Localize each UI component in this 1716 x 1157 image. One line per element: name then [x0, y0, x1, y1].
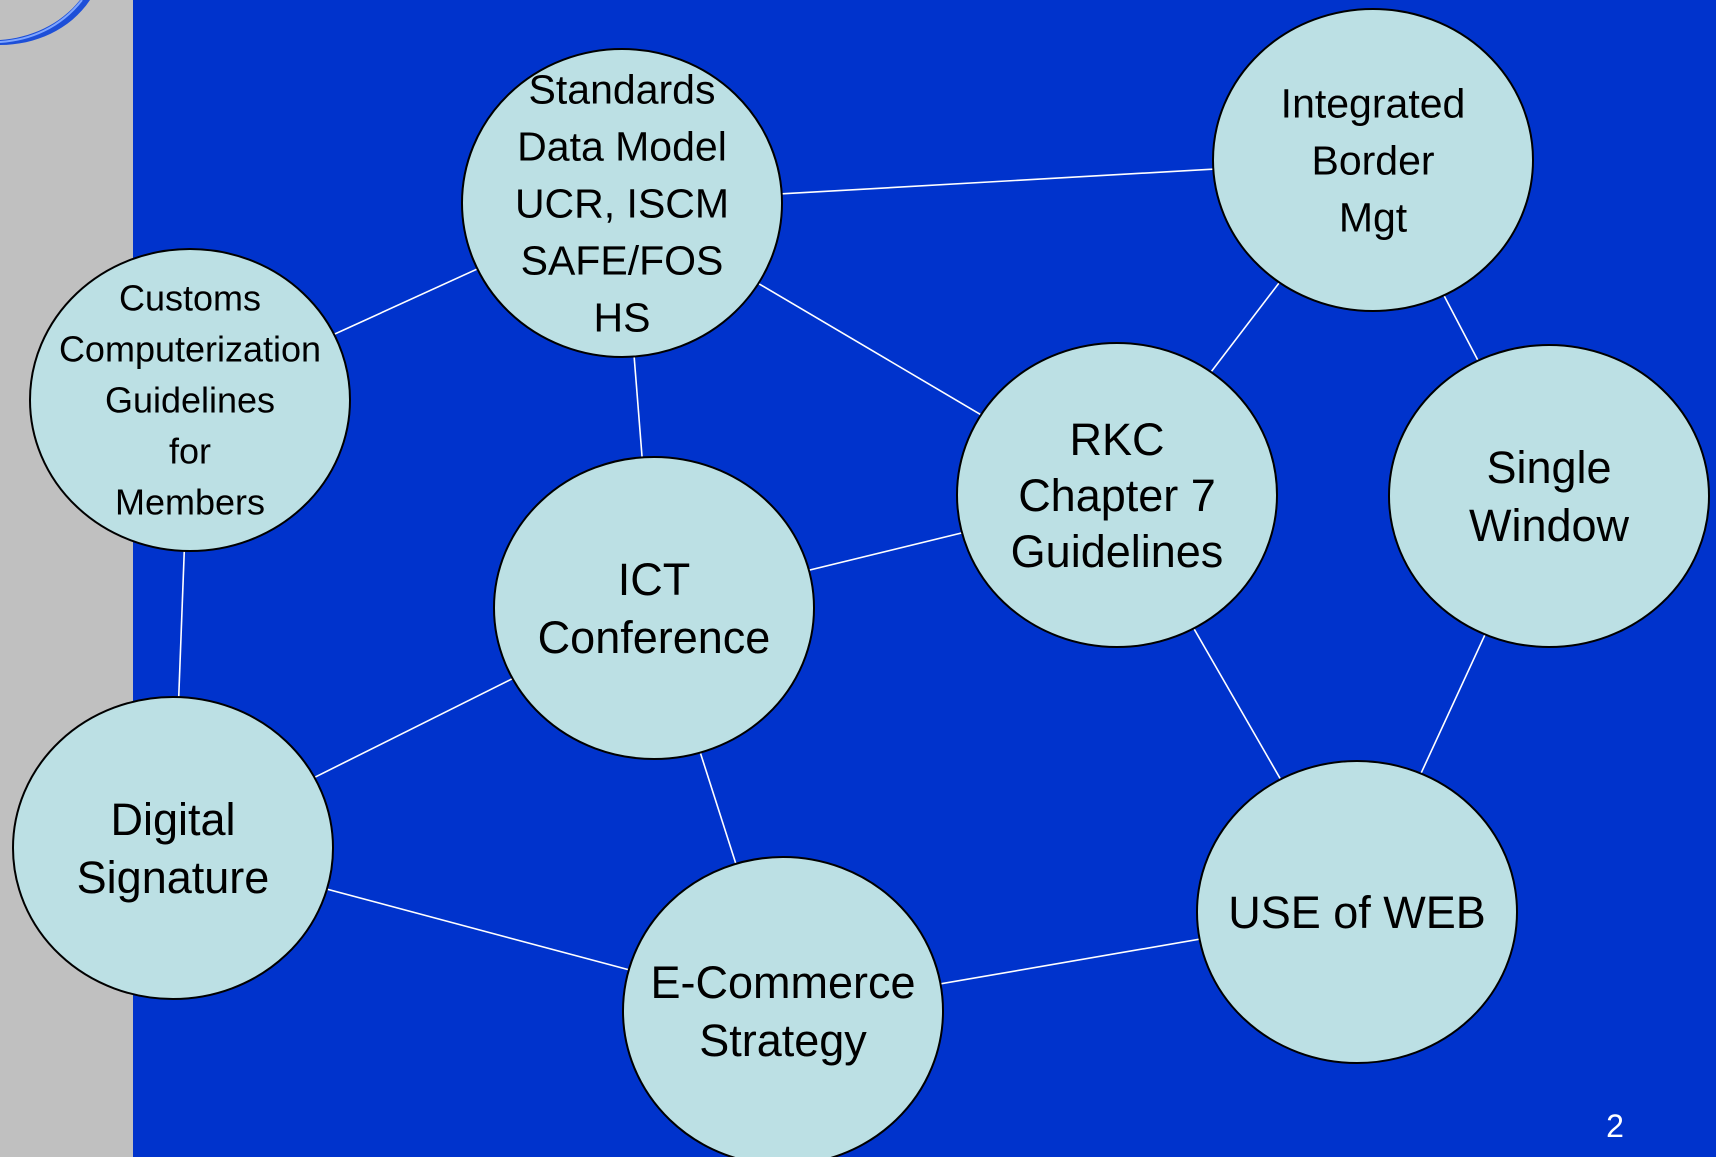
node-label-line: Signature [77, 852, 270, 903]
node-label-line: ICT [618, 554, 691, 605]
node-label-line: SAFE/FOS [521, 237, 724, 283]
node-label-line: HS [594, 294, 651, 340]
node-circle [1388, 344, 1710, 648]
node-label-line: Integrated [1281, 80, 1466, 126]
node-label-line: USE of WEB [1228, 887, 1486, 938]
node-circle [493, 456, 815, 760]
node-use-of-web: USE of WEB [1196, 760, 1518, 1064]
node-label-line: Customs [119, 278, 261, 319]
node-label-line: E-Commerce [650, 957, 915, 1008]
node-label-line: Computerization [59, 329, 321, 370]
node-label-line: Guidelines [105, 380, 275, 421]
node-circle [12, 696, 334, 1000]
node-circle [29, 248, 351, 552]
node-label-line: Guidelines [1011, 526, 1224, 577]
node-label-line: Standards [529, 66, 716, 112]
node-circle [622, 856, 944, 1157]
node-label-line: Data Model [517, 123, 727, 169]
node-circle [461, 48, 783, 358]
node-label-line: Window [1469, 500, 1630, 551]
node-label-line: Chapter 7 [1018, 470, 1216, 521]
node-label-line: Strategy [699, 1015, 867, 1066]
node-circle [1212, 8, 1534, 312]
node-circle [956, 342, 1278, 648]
node-circle [1196, 760, 1518, 1064]
node-label-line: Mgt [1339, 194, 1408, 240]
node-label-line: for [169, 431, 211, 472]
node-label-line: Conference [538, 612, 771, 663]
node-label-line: UCR, ISCM [515, 180, 729, 226]
node-ict-conference: ICT Conference [493, 456, 815, 760]
node-label-line: Members [115, 482, 265, 523]
node-label-line: Digital [110, 794, 235, 845]
node-label-line: RKC [1069, 414, 1164, 465]
node-label-line: Single [1486, 442, 1611, 493]
page-number: 2 [1606, 1108, 1624, 1144]
node-label-line: Border [1311, 137, 1434, 183]
logo-swoosh-icon [0, 0, 90, 45]
